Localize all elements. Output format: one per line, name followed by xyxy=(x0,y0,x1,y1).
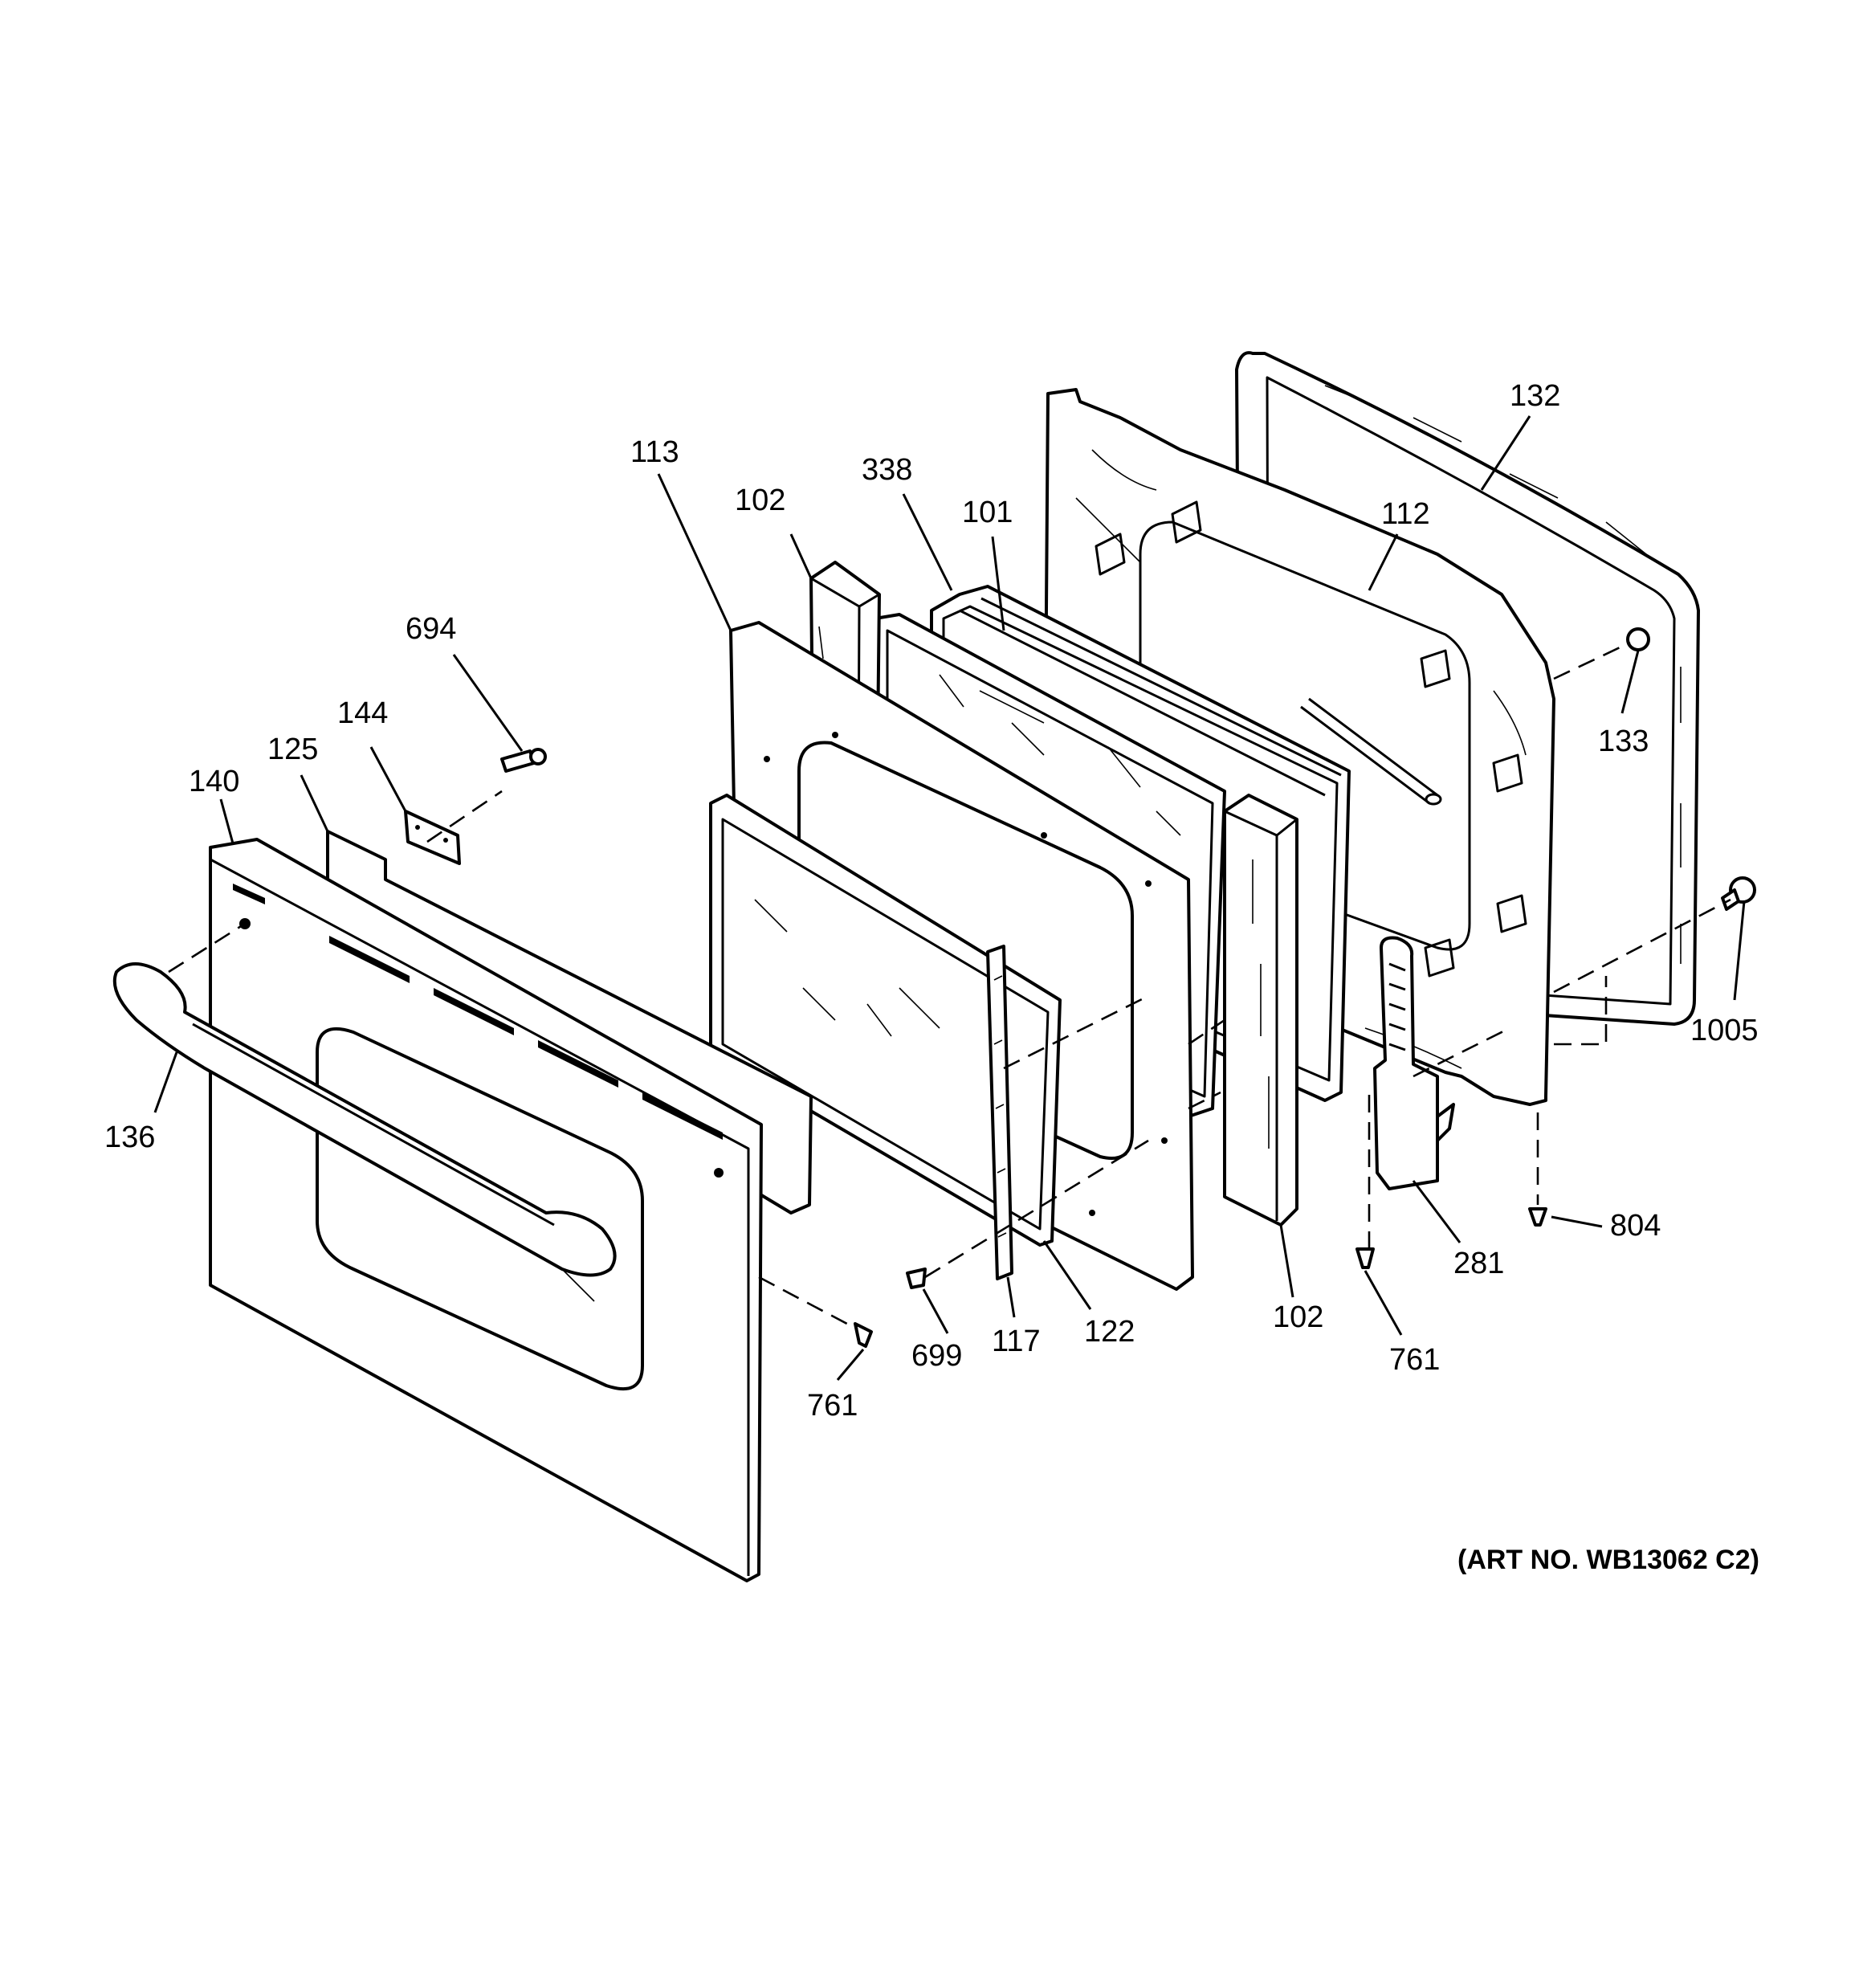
callout-102-front: 102 xyxy=(1273,1300,1323,1334)
screw-part-133 xyxy=(1626,627,1650,651)
callout-125: 125 xyxy=(267,733,318,766)
hinge-part-281 xyxy=(1373,936,1455,1190)
callout-112: 112 xyxy=(1381,497,1430,531)
art-number: (ART NO. WB13062 C2) xyxy=(1457,1545,1759,1575)
callout-133: 133 xyxy=(1598,725,1649,758)
callout-labels: 132 112 133 1005 804 281 761 102 122 117… xyxy=(104,379,1759,1575)
callout-144: 144 xyxy=(337,696,388,730)
screw-part-694 xyxy=(500,748,547,773)
callout-122: 122 xyxy=(1084,1315,1135,1349)
callout-761-left: 761 xyxy=(807,1389,858,1423)
screw-part-1005 xyxy=(1721,876,1756,911)
hinge-bracket-part-117 xyxy=(986,945,1013,1280)
callout-281: 281 xyxy=(1453,1247,1504,1280)
door-handle-part-136 xyxy=(112,962,617,1277)
callout-101: 101 xyxy=(962,496,1013,529)
screw-part-761-right xyxy=(1355,1247,1375,1269)
callout-338: 338 xyxy=(862,453,912,487)
callout-132: 132 xyxy=(1510,379,1560,413)
callout-113: 113 xyxy=(630,435,679,469)
callout-694: 694 xyxy=(406,612,456,646)
callout-804: 804 xyxy=(1610,1209,1661,1243)
assembly-lines xyxy=(168,641,1731,1331)
callout-136: 136 xyxy=(104,1121,155,1154)
screw-part-761-left xyxy=(854,1322,873,1348)
leader-lines xyxy=(153,415,1746,1381)
screw-part-699 xyxy=(906,1268,927,1289)
screw-part-804 xyxy=(1528,1207,1547,1227)
insulation-block-part-102-front xyxy=(1223,794,1298,1227)
callout-140: 140 xyxy=(189,765,239,798)
callout-699: 699 xyxy=(911,1339,962,1373)
callout-1005: 1005 xyxy=(1690,1014,1759,1047)
callout-117: 117 xyxy=(992,1325,1041,1358)
callout-102-rear: 102 xyxy=(735,484,785,517)
callout-761-right: 761 xyxy=(1389,1343,1440,1377)
